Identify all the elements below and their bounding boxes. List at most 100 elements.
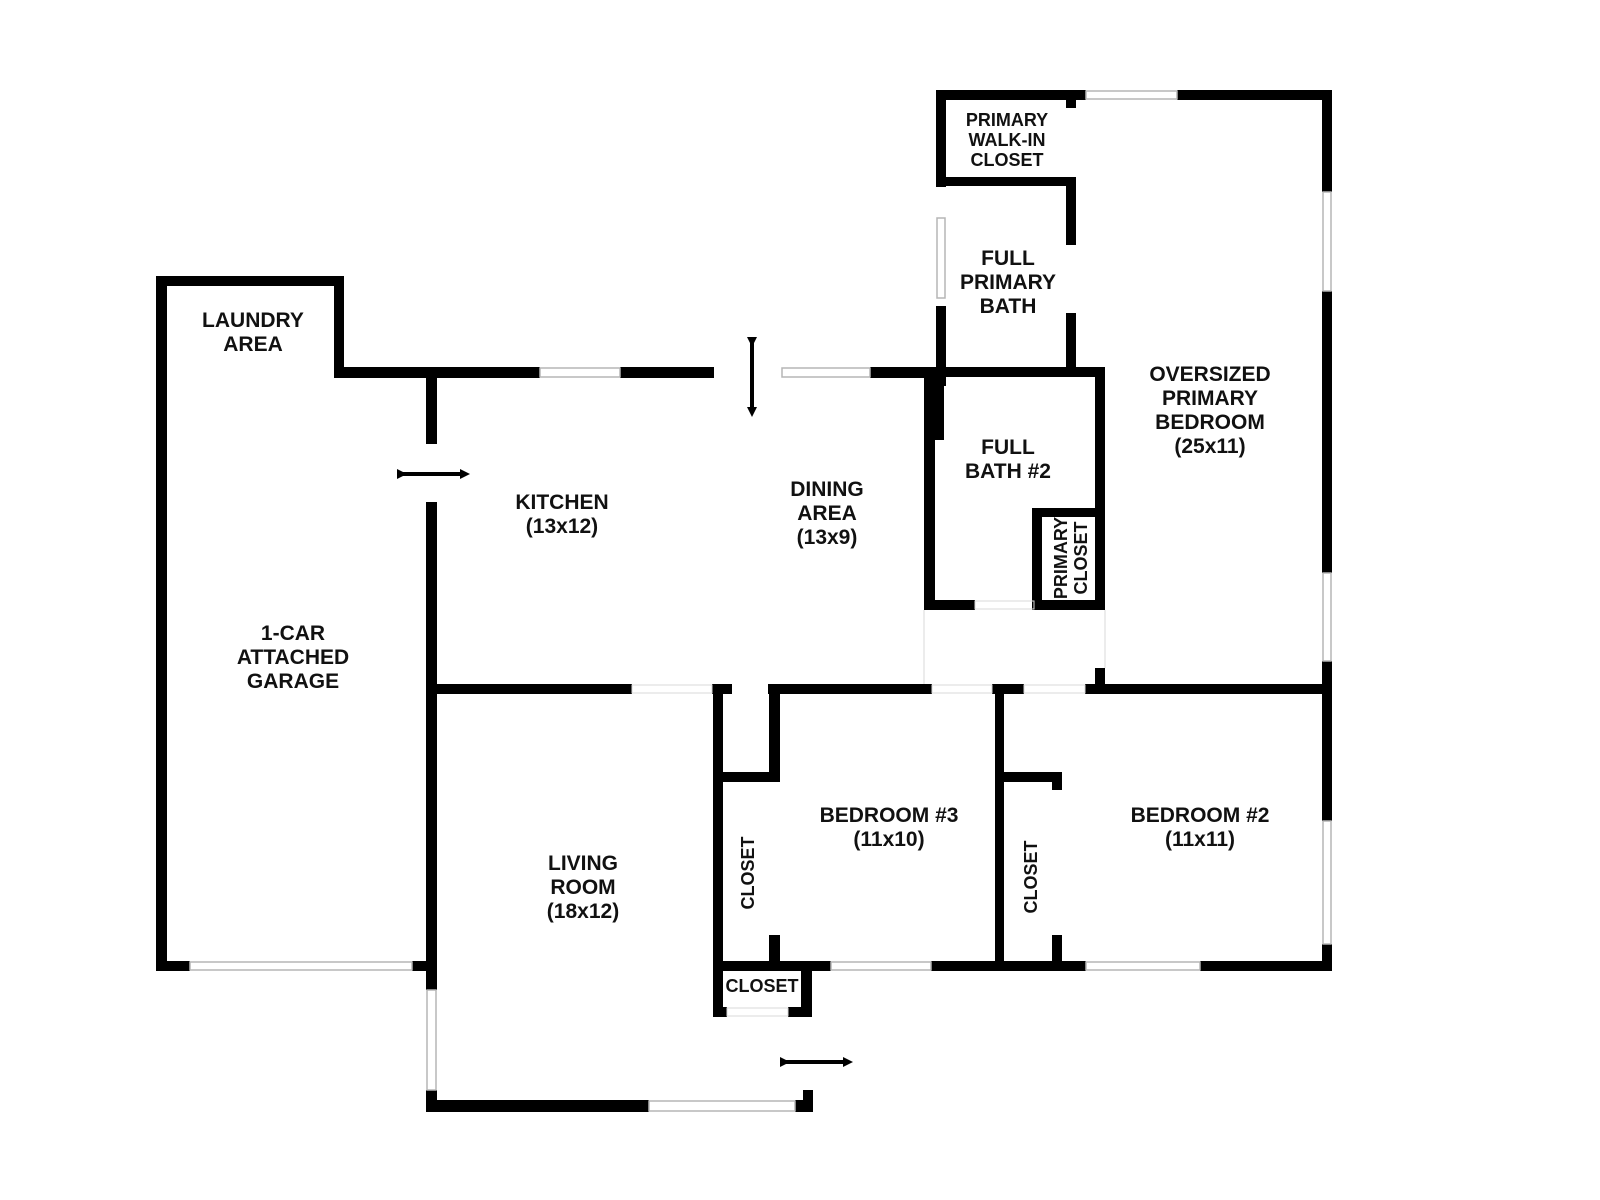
wall bbox=[788, 1007, 812, 1017]
wall bbox=[713, 961, 723, 1017]
room-label-line: PRIMARY bbox=[965, 110, 1049, 130]
wall bbox=[1095, 518, 1105, 610]
doorway bbox=[631, 684, 713, 694]
wall bbox=[1322, 291, 1332, 573]
wall bbox=[426, 1090, 437, 1112]
wall bbox=[1322, 661, 1332, 821]
wall bbox=[156, 276, 343, 286]
wall bbox=[723, 961, 831, 971]
wall bbox=[936, 177, 1074, 186]
room-label-closet-b: CLOSET bbox=[1021, 840, 1041, 913]
room-label-line: 1-CAR bbox=[260, 622, 326, 645]
wall bbox=[803, 1090, 813, 1112]
wall bbox=[426, 502, 437, 990]
wall bbox=[936, 306, 946, 386]
room-label-line: GARAGE bbox=[246, 670, 340, 693]
wall bbox=[769, 694, 780, 772]
wall bbox=[712, 684, 732, 694]
room-label-line: FULL bbox=[981, 436, 1035, 459]
window bbox=[1322, 572, 1332, 662]
doorway bbox=[974, 600, 1035, 610]
window bbox=[1322, 191, 1332, 292]
wall bbox=[870, 367, 940, 378]
room-label-line: WALK-IN bbox=[968, 130, 1046, 150]
window bbox=[936, 217, 946, 299]
wall bbox=[156, 276, 167, 971]
window bbox=[539, 367, 621, 378]
wall bbox=[1034, 600, 1105, 610]
wall bbox=[723, 772, 780, 782]
wall bbox=[620, 367, 714, 378]
room-label-line: (11x11) bbox=[1164, 828, 1236, 851]
room-label-line: AREA bbox=[797, 502, 857, 525]
wall bbox=[931, 961, 1086, 971]
window bbox=[648, 1100, 796, 1112]
room-label-line: PRIMARY bbox=[1051, 516, 1071, 600]
wall bbox=[1052, 935, 1062, 971]
room-label-line: (13x9) bbox=[796, 526, 858, 549]
wall bbox=[995, 694, 1004, 971]
room-label-line: BEDROOM #2 bbox=[1130, 804, 1270, 827]
room-label-line: BATH bbox=[979, 295, 1037, 318]
room-label-bedroom3: BEDROOM #3(11x10) bbox=[820, 804, 959, 852]
wall bbox=[924, 600, 975, 610]
wall bbox=[1085, 684, 1332, 694]
wall bbox=[334, 367, 445, 378]
window bbox=[1085, 90, 1178, 100]
room-label-line: LIVING bbox=[547, 852, 619, 875]
room-label-bedroom2: BEDROOM #2(11x11) bbox=[1131, 804, 1270, 852]
room-label-line: BEDROOM #3 bbox=[819, 804, 959, 827]
room-label-line: PRIMARY bbox=[959, 271, 1057, 294]
window bbox=[1085, 961, 1201, 971]
wall bbox=[1052, 772, 1062, 790]
window bbox=[830, 961, 932, 971]
room-label-line: PRIMARY bbox=[1161, 387, 1259, 410]
room-label-line: CLOSET bbox=[738, 836, 758, 910]
window bbox=[781, 367, 871, 378]
wall bbox=[1032, 508, 1042, 610]
room-label-line: DINING bbox=[790, 478, 864, 501]
wall bbox=[156, 961, 190, 971]
wall bbox=[1200, 961, 1332, 971]
window bbox=[189, 961, 413, 971]
wall bbox=[1322, 90, 1332, 192]
room-label-line: (13x12) bbox=[525, 515, 599, 538]
room-label-line: CLOSET bbox=[970, 150, 1044, 170]
wall bbox=[713, 1007, 727, 1017]
room-label-closet-c: CLOSET bbox=[725, 976, 798, 996]
wall bbox=[334, 276, 344, 378]
window bbox=[1322, 820, 1332, 945]
wall bbox=[1095, 367, 1105, 518]
room-label-kitchen: KITCHEN(13x12) bbox=[515, 491, 608, 539]
doorway bbox=[726, 1007, 789, 1017]
wall bbox=[1066, 90, 1076, 108]
room-label-line: FULL bbox=[981, 247, 1035, 270]
wall bbox=[412, 961, 437, 971]
wall bbox=[768, 684, 932, 694]
wall bbox=[426, 367, 540, 378]
wall bbox=[936, 90, 1086, 100]
entry-arrows bbox=[397, 337, 853, 1067]
wall bbox=[992, 684, 1024, 694]
wall bbox=[426, 684, 632, 694]
wall bbox=[924, 378, 935, 610]
room-label-line: KITCHEN bbox=[515, 491, 609, 514]
room-label-line: (18x12) bbox=[546, 900, 620, 923]
wall bbox=[1177, 90, 1332, 100]
wall bbox=[1095, 668, 1105, 692]
doorway bbox=[931, 684, 993, 694]
room-label-closet-a: CLOSET bbox=[738, 836, 758, 909]
wall bbox=[426, 378, 437, 444]
wall bbox=[1004, 772, 1061, 782]
room-label-line: CLOSET bbox=[1021, 840, 1041, 914]
wall bbox=[936, 90, 946, 187]
wall bbox=[769, 935, 780, 961]
wall bbox=[935, 378, 944, 440]
room-label-line: LAUNDRY bbox=[202, 309, 304, 332]
